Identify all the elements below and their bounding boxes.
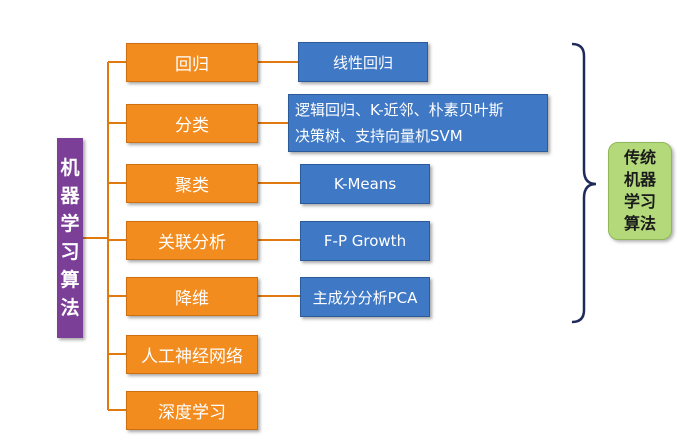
algo-text: K-Means	[333, 175, 397, 193]
category-classification: 分类	[126, 104, 258, 143]
root-char: 机	[60, 157, 80, 179]
root-char: 法	[60, 297, 80, 319]
trad-line: 算法	[623, 214, 656, 233]
root-char: 器	[60, 185, 80, 207]
grouping-brace	[571, 42, 597, 324]
category-neural-network: 人工神经网络	[126, 335, 258, 374]
category-regression: 回归	[126, 43, 258, 82]
algo-regression: 线性回归	[298, 42, 428, 82]
algo-classification: 逻辑回归、K-近邻、朴素贝叶斯 决策树、支持向量机SVM	[288, 94, 548, 152]
trad-line: 机器	[623, 170, 656, 189]
algo-text-line-1: 逻辑回归、K-近邻、朴素贝叶斯	[295, 101, 504, 119]
algo-text: 线性回归	[332, 53, 393, 72]
category-clustering: 聚类	[126, 164, 258, 203]
traditional-ml-label: 传统 机器 学习 算法	[608, 142, 672, 240]
root-char: 算	[60, 269, 80, 291]
algo-text: F-P Growth	[323, 232, 407, 250]
algo-clustering: K-Means	[300, 164, 430, 204]
algo-dimensionality-reduction: 主成分分析PCA	[300, 277, 430, 317]
algo-text: 主成分分析PCA	[312, 288, 418, 307]
category-deep-learning: 深度学习	[126, 391, 258, 430]
category-association: 关联分析	[126, 221, 258, 260]
root-char: 习	[60, 241, 80, 263]
root-char: 学	[60, 213, 80, 235]
algo-text-line-2: 决策树、支持向量机SVM	[295, 127, 463, 145]
trad-line: 学习	[623, 192, 656, 211]
trad-line: 传统	[623, 148, 656, 167]
category-dimensionality-reduction: 降维	[126, 277, 258, 316]
algo-association: F-P Growth	[300, 221, 430, 261]
root-node-ml-algorithms: 机 器 学 习 算 法	[57, 138, 83, 338]
